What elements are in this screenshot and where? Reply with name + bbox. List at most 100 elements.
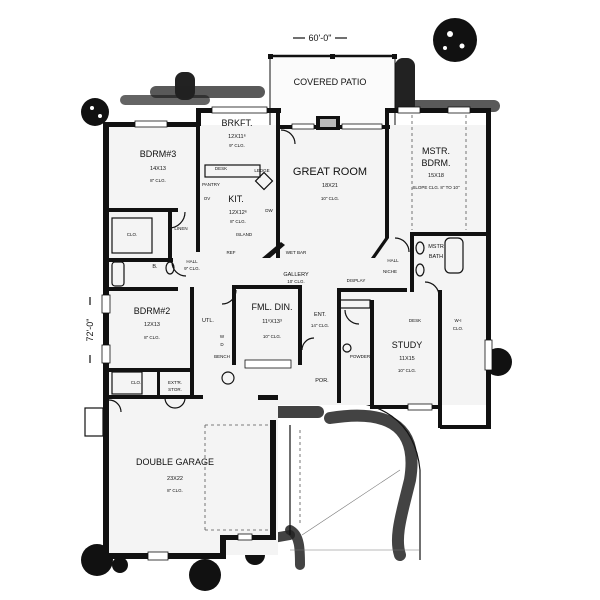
svg-text:8" CLG.: 8" CLG. bbox=[150, 178, 166, 183]
svg-text:23X22: 23X22 bbox=[167, 476, 183, 482]
sink-icon bbox=[415, 263, 425, 277]
svg-text:OV: OV bbox=[204, 196, 211, 201]
svg-text:STUDY: STUDY bbox=[392, 340, 423, 350]
svg-text:9" CLG.: 9" CLG. bbox=[229, 143, 245, 148]
svg-text:BRKFT.: BRKFT. bbox=[221, 118, 252, 128]
room-porch: POR. bbox=[315, 378, 329, 384]
svg-text:NICHE: NICHE bbox=[383, 269, 397, 274]
svg-text:12X11⁶: 12X11⁶ bbox=[228, 133, 246, 140]
svg-text:LINEN: LINEN bbox=[174, 226, 187, 231]
room-kitchen: KIT. 12X12⁶ 8" CLG. bbox=[228, 194, 247, 224]
svg-text:11X15: 11X15 bbox=[399, 356, 415, 362]
svg-text:10" CLG.: 10" CLG. bbox=[321, 196, 339, 201]
svg-text:11⁶X13³: 11⁶X13³ bbox=[262, 318, 282, 325]
room-hall-right: HALL bbox=[387, 258, 399, 263]
svg-text:EXT'R.: EXT'R. bbox=[168, 380, 182, 385]
cooktop-icon bbox=[254, 171, 274, 191]
display-shelf bbox=[339, 299, 371, 309]
svg-text:15X18: 15X18 bbox=[428, 173, 444, 179]
svg-text:12X12⁶: 12X12⁶ bbox=[229, 209, 247, 216]
svg-text:8" CLG.: 8" CLG. bbox=[230, 219, 246, 224]
room-gallery: GALLERY 10' CLG. bbox=[283, 272, 309, 284]
svg-text:8" CLG.: 8" CLG. bbox=[167, 488, 183, 493]
overall-depth-label: 72'-0" bbox=[85, 319, 95, 342]
svg-text:LEDGE: LEDGE bbox=[254, 168, 269, 173]
svg-text:DOUBLE GARAGE: DOUBLE GARAGE bbox=[136, 457, 214, 467]
closet bbox=[111, 217, 153, 254]
room-entry: ENT. 14" CLG. bbox=[311, 312, 329, 328]
svg-text:W: W bbox=[220, 334, 225, 339]
closet bbox=[111, 371, 143, 395]
svg-text:10" CLG.: 10" CLG. bbox=[398, 368, 416, 373]
svg-text:D: D bbox=[220, 342, 224, 347]
svg-text:GALLERY: GALLERY bbox=[283, 272, 309, 278]
fixture-labels: DESK PANTRY OV LEDGE DW REF ISLAND LINEN… bbox=[127, 166, 421, 392]
svg-text:WET BAR: WET BAR bbox=[286, 250, 307, 255]
svg-text:DW: DW bbox=[265, 208, 273, 213]
svg-text:BENCH: BENCH bbox=[214, 354, 230, 359]
svg-text:CLO.: CLO. bbox=[131, 380, 142, 385]
sink-icon bbox=[415, 241, 425, 255]
svg-text:10" CLG.: 10" CLG. bbox=[263, 334, 281, 339]
svg-text:KIT.: KIT. bbox=[228, 194, 244, 204]
svg-text:REF: REF bbox=[227, 250, 236, 255]
bathtub-icon bbox=[111, 261, 125, 287]
doors bbox=[108, 129, 440, 413]
room-bdrm3: BDRM#3 14X13 8" CLG. bbox=[140, 149, 177, 183]
svg-text:ISLAND: ISLAND bbox=[236, 232, 253, 237]
ledge bbox=[204, 164, 261, 178]
svg-text:DESK: DESK bbox=[215, 166, 227, 171]
svg-text:10' CLG.: 10' CLG. bbox=[287, 279, 305, 284]
room-bdrm2: BDRM#2 12X13 8" CLG. bbox=[134, 306, 171, 340]
svg-text:18X21: 18X21 bbox=[322, 183, 338, 189]
side-stoop bbox=[84, 407, 104, 437]
shrub-row bbox=[120, 58, 500, 113]
room-master-bedroom: MSTR. BDRM. 15X18 SLOPE CLG. 8" TO 10" bbox=[412, 146, 460, 190]
svg-text:SLOPE CLG. 8" TO 10": SLOPE CLG. 8" TO 10" bbox=[412, 185, 460, 190]
svg-text:9" CLG.: 9" CLG. bbox=[184, 266, 200, 271]
room-walk-in-closet: W-I CLO. bbox=[453, 318, 464, 331]
svg-text:CLO.: CLO. bbox=[127, 232, 138, 237]
svg-text:FML. DIN.: FML. DIN. bbox=[251, 302, 292, 312]
svg-text:8" CLG.: 8" CLG. bbox=[144, 335, 160, 340]
tree-icon bbox=[433, 18, 477, 62]
svg-text:DESK: DESK bbox=[409, 318, 421, 323]
room-master-bath: MSTR BATH bbox=[428, 244, 444, 260]
room-bath: B. bbox=[152, 264, 158, 270]
bathtub-icon bbox=[444, 237, 464, 274]
toilet-icon bbox=[165, 261, 175, 275]
svg-text:W-I: W-I bbox=[455, 318, 462, 323]
svg-text:STOR.: STOR. bbox=[168, 387, 182, 392]
interior-walls bbox=[103, 108, 488, 405]
svg-text:PANTRY: PANTRY bbox=[202, 182, 220, 187]
fixtures bbox=[111, 164, 464, 395]
svg-text:CLO.: CLO. bbox=[453, 326, 464, 331]
svg-text:BDRM.: BDRM. bbox=[422, 158, 451, 168]
svg-text:BATH: BATH bbox=[429, 254, 443, 260]
dimension-left: 72'-0" bbox=[85, 297, 95, 363]
room-double-garage: DOUBLE GARAGE 23X22 8" CLG. bbox=[136, 457, 214, 493]
room-study: STUDY 11X15 10" CLG. bbox=[392, 340, 423, 373]
dimension-top: 60'-0" bbox=[293, 33, 347, 43]
svg-text:POWDER: POWDER bbox=[350, 354, 371, 359]
svg-text:MSTR.: MSTR. bbox=[422, 146, 450, 156]
windows bbox=[101, 106, 493, 561]
room-family-dining: FML. DIN. 11⁶X13³ 10" CLG. bbox=[251, 302, 292, 339]
room-labels: BRKFT. 12X11⁶ 9" CLG. BDRM#3 14X13 8" CL… bbox=[134, 118, 464, 493]
svg-text:DISPLAY: DISPLAY bbox=[347, 278, 366, 283]
room-label-covered-patio: COVERED PATIO bbox=[294, 77, 367, 87]
room-utility: UTL. bbox=[202, 318, 214, 324]
room-great-room: GREAT ROOM 18X21 10" CLG. bbox=[293, 166, 367, 201]
svg-text:ENT.: ENT. bbox=[314, 312, 326, 318]
room-brkft: BRKFT. 12X11⁶ 9" CLG. bbox=[221, 118, 252, 148]
svg-text:12X13: 12X13 bbox=[144, 322, 160, 328]
ceiling-lines bbox=[204, 115, 467, 531]
svg-text:14" CLG.: 14" CLG. bbox=[311, 323, 329, 328]
svg-text:BDRM#2: BDRM#2 bbox=[134, 306, 171, 316]
svg-text:MSTR: MSTR bbox=[428, 244, 444, 250]
room-hall-left: HALL 9" CLG. bbox=[184, 259, 200, 271]
driveway bbox=[289, 399, 421, 560]
svg-text:BDRM#3: BDRM#3 bbox=[140, 149, 177, 159]
svg-text:14X13: 14X13 bbox=[150, 166, 166, 172]
